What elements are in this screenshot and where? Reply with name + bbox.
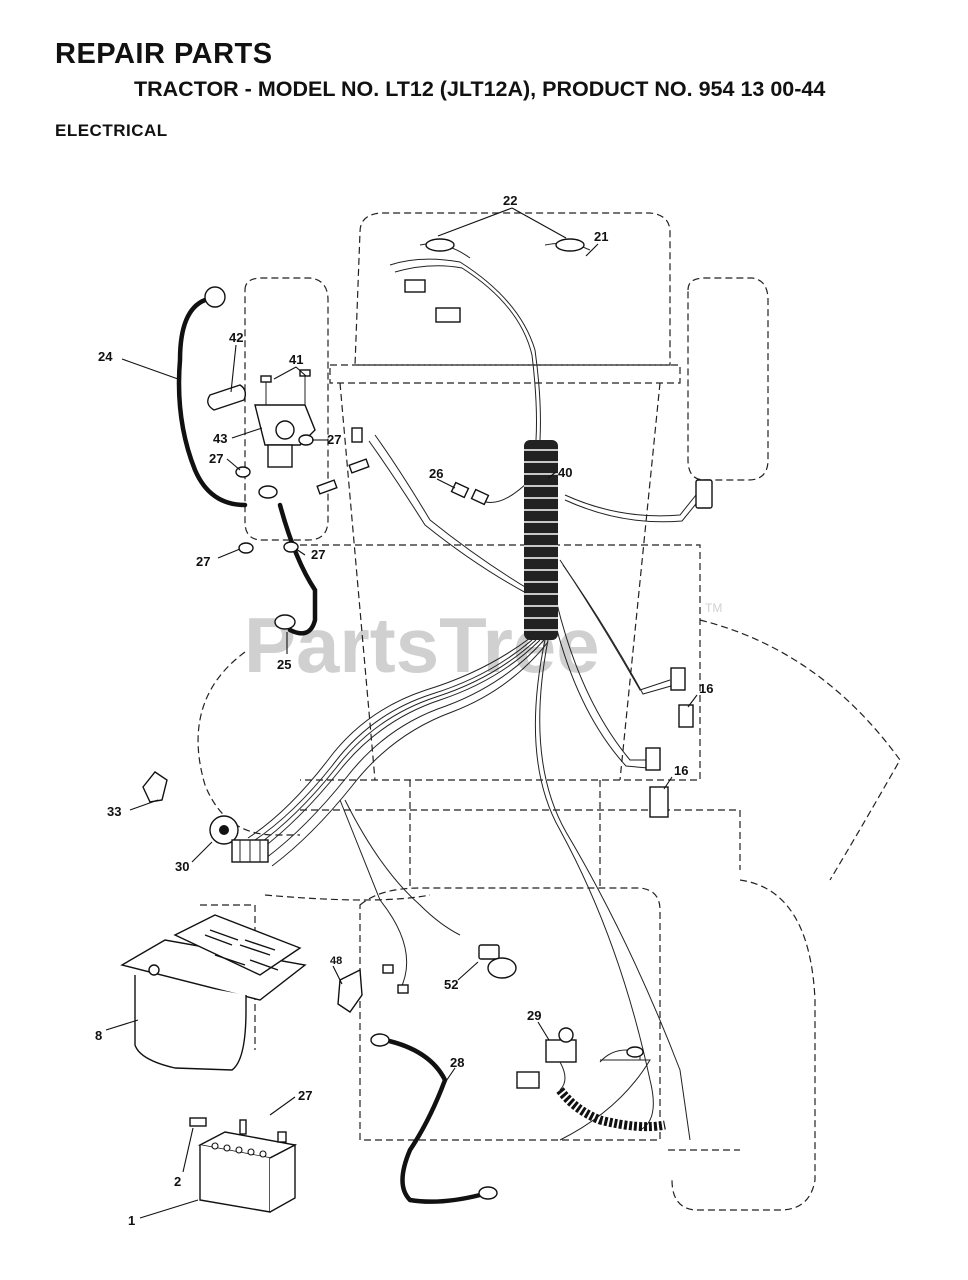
callout-16b: 16 [674, 763, 688, 778]
callout-40: 40 [558, 465, 572, 480]
callout-27e: 27 [298, 1088, 312, 1103]
callout-24: 24 [98, 349, 113, 364]
leader-lines [105, 207, 698, 1219]
ring-terminal [370, 1033, 390, 1047]
switch-connectors [645, 479, 713, 818]
part-33 [142, 771, 168, 803]
seat-switch [516, 1027, 666, 1132]
callout-52: 52 [444, 977, 458, 992]
callout-25: 25 [277, 657, 291, 672]
callout-27b: 27 [327, 432, 341, 447]
ring-terminal [274, 614, 296, 630]
callout-42: 42 [229, 330, 243, 345]
battery-box [120, 914, 307, 1071]
cable-24 [176, 297, 248, 508]
callout-41: 41 [289, 352, 303, 367]
part-48 [337, 964, 409, 1013]
callout-8: 8 [95, 1028, 102, 1043]
connector-26 [450, 481, 490, 506]
callout-43: 43 [213, 431, 227, 446]
cable-28 [382, 1037, 483, 1204]
callout-30: 30 [175, 859, 189, 874]
callout-27d: 27 [311, 547, 325, 562]
section-heading: ELECTRICAL [55, 121, 168, 140]
page-title: REPAIR PARTS [55, 38, 273, 70]
part-52 [478, 944, 517, 979]
conduit-sleeve [524, 440, 558, 640]
ring-terminal [478, 1186, 498, 1200]
headlight-harness [404, 238, 591, 323]
ignition-switch [209, 815, 269, 863]
cable-25 [277, 502, 318, 636]
callout-28: 28 [450, 1055, 464, 1070]
part-callouts: 22 21 42 41 24 43 27 27 27 27 26 40 25 1… [95, 193, 713, 1228]
callout-2: 2 [174, 1174, 181, 1189]
callout-16a: 16 [699, 681, 713, 696]
callout-27a: 27 [209, 451, 223, 466]
callout-21: 21 [594, 229, 608, 244]
callout-22: 22 [503, 193, 517, 208]
battery [189, 1117, 298, 1213]
tractor-outline [197, 212, 901, 1211]
wiring-harness [247, 258, 705, 1141]
solenoid-assembly [207, 369, 370, 554]
page-subtitle: TRACTOR - MODEL NO. LT12 (JLT12A), PRODU… [134, 77, 826, 101]
callout-26: 26 [429, 466, 443, 481]
callout-27c: 27 [196, 554, 210, 569]
callout-1: 1 [128, 1213, 135, 1228]
ring-terminal [204, 286, 226, 308]
callout-29: 29 [527, 1008, 541, 1023]
watermark-trademark: TM [705, 601, 722, 615]
callout-33: 33 [107, 804, 121, 819]
callout-48: 48 [330, 955, 342, 967]
